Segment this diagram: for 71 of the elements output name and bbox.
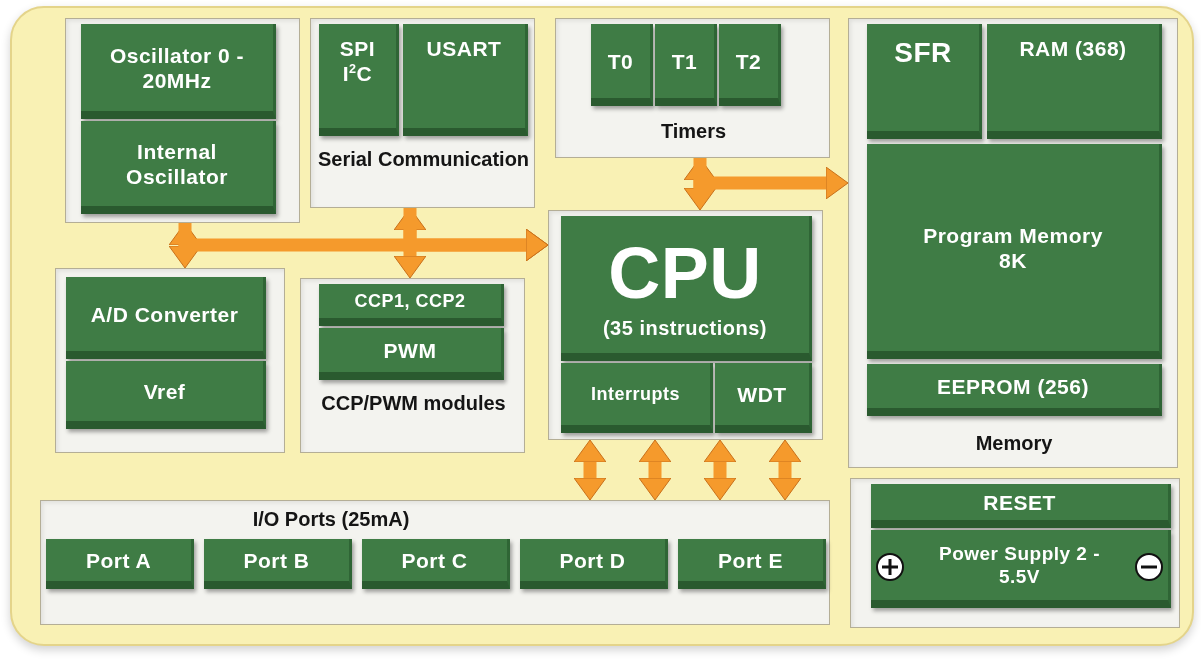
module-label: USART: [426, 36, 502, 61]
module-block: [403, 24, 528, 136]
module-label: Program Memory 8K: [922, 222, 1104, 273]
module-block: [678, 539, 826, 589]
bus-arrow: [573, 439, 607, 501]
module-label: Port C: [401, 547, 468, 573]
module-label: WDT: [737, 381, 787, 407]
module-block: [655, 24, 717, 106]
module-label: A/D Converter: [90, 301, 239, 327]
group-heading: Memory: [974, 431, 1054, 456]
module-label: T2: [735, 48, 762, 74]
group-panel: [310, 18, 535, 208]
module-block: [81, 121, 276, 214]
group-panel: [850, 478, 1180, 628]
module-label: RESET: [983, 489, 1056, 515]
module-block: [520, 539, 668, 589]
group-heading: Serial Communication: [316, 147, 531, 172]
module-label: Port E: [718, 547, 783, 573]
module-block: [319, 24, 399, 136]
module-block: [867, 24, 982, 139]
module-label: T0: [607, 48, 634, 74]
module-label: CPU: [608, 231, 762, 315]
module-block: [46, 539, 194, 589]
module-label: SPI I$^{2}$C: [338, 36, 377, 86]
bus-arrow: [703, 439, 737, 501]
group-heading: CCP/PWM modules: [320, 391, 507, 416]
module-label: CCP1, CCP2: [354, 290, 466, 312]
module-block: [319, 328, 504, 380]
group-panel: [300, 278, 525, 453]
group-panel: [40, 500, 830, 625]
module-block: [867, 144, 1162, 359]
group-panel: [548, 210, 823, 440]
bus-arrow: [403, 208, 549, 262]
module-block: [987, 24, 1162, 139]
group-panel: [555, 18, 830, 158]
group-heading: I/O Ports (25mA): [251, 507, 411, 532]
module-block: [81, 24, 276, 119]
module-label: Oscillator 0 - 20MHz: [108, 42, 246, 93]
module-block: [66, 277, 266, 359]
module-block: [591, 24, 653, 106]
module-block: [319, 284, 504, 326]
module-label: (35 instructions): [602, 315, 768, 340]
module-block: [715, 363, 812, 433]
group-panel: [65, 18, 300, 223]
module-label: Power Supply 2 - 5.5V: [937, 542, 1102, 588]
module-label: Port A: [85, 547, 152, 573]
module-block: [561, 216, 812, 361]
module-block: [204, 539, 352, 589]
module-block: [871, 530, 1171, 608]
module-label: Interrupts: [591, 383, 680, 405]
module-label: Vref: [143, 378, 186, 404]
bus-arrow: [768, 439, 802, 501]
module-block: [719, 24, 781, 106]
module-label: EEPROM (256): [937, 373, 1089, 399]
bus-arrow: [693, 158, 849, 200]
module-block: [871, 484, 1171, 528]
module-label: Port D: [559, 547, 626, 573]
bus-arrow: [638, 439, 672, 501]
module-block: [867, 364, 1162, 416]
module-label: RAM (368): [1019, 36, 1127, 61]
module-block: [66, 361, 266, 429]
module-label: Internal Oscillator: [125, 138, 229, 189]
module-label: SFR: [894, 36, 952, 70]
module-label: Port B: [243, 547, 310, 573]
module-block: [561, 363, 713, 433]
group-panel: [848, 18, 1178, 468]
module-block: [362, 539, 510, 589]
module-label: T1: [671, 48, 698, 74]
module-label: PWM: [383, 337, 437, 363]
group-panel: [55, 268, 285, 453]
group-heading: Timers: [659, 119, 728, 144]
